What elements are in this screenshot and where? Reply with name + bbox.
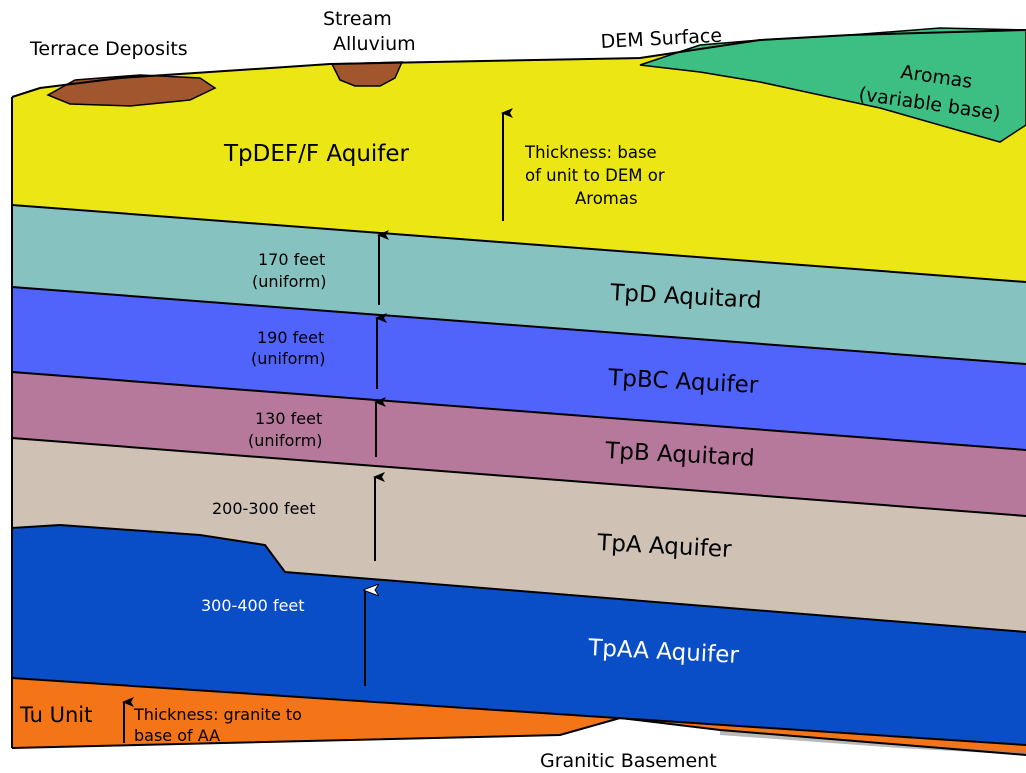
tu-thickness-1: Thickness: granite to bbox=[133, 705, 302, 724]
layer-tpbc bbox=[12, 287, 1026, 450]
layer-boundaries bbox=[11, 29, 1026, 756]
tpbc-thickness-1: 190 feet bbox=[257, 328, 324, 347]
layer-tpd bbox=[12, 205, 1026, 364]
tpa-thickness: 200-300 feet bbox=[212, 499, 316, 518]
alluvium-label: Alluvium bbox=[333, 33, 416, 55]
tpd-thickness-2: (uniform) bbox=[252, 272, 327, 291]
terrace-deposits-label: Terrace Deposits bbox=[29, 38, 188, 60]
tpb-thickness-1: 130 feet bbox=[255, 409, 322, 428]
layer-tpdeff bbox=[12, 30, 1026, 282]
tpd-thickness-1: 170 feet bbox=[258, 250, 325, 269]
layer-tpaa bbox=[12, 525, 1026, 745]
top-thickness-note-1: Thickness: base bbox=[524, 143, 657, 162]
top-thickness-note-2: of unit to DEM or bbox=[525, 166, 665, 185]
granitic-basement-label: Granitic Basement bbox=[540, 750, 717, 772]
tu-thickness-2: base of AA bbox=[134, 726, 220, 745]
layer-tpb bbox=[12, 372, 1026, 516]
tpbc-thickness-2: (uniform) bbox=[251, 349, 326, 368]
tu-layer-label: Tu Unit bbox=[19, 703, 92, 727]
tpaa-thickness: 300-400 feet bbox=[201, 596, 305, 615]
stream-label: Stream bbox=[323, 8, 392, 30]
tpb-thickness-2: (uniform) bbox=[248, 431, 323, 450]
layer-tpa bbox=[12, 438, 1026, 632]
thickness-arrows bbox=[122, 108, 513, 743]
top-thickness-note-3: Aromas bbox=[575, 189, 638, 208]
tpdeff-layer-label: TpDEF/F Aquifer bbox=[223, 141, 410, 167]
layer-tu bbox=[12, 678, 1026, 755]
